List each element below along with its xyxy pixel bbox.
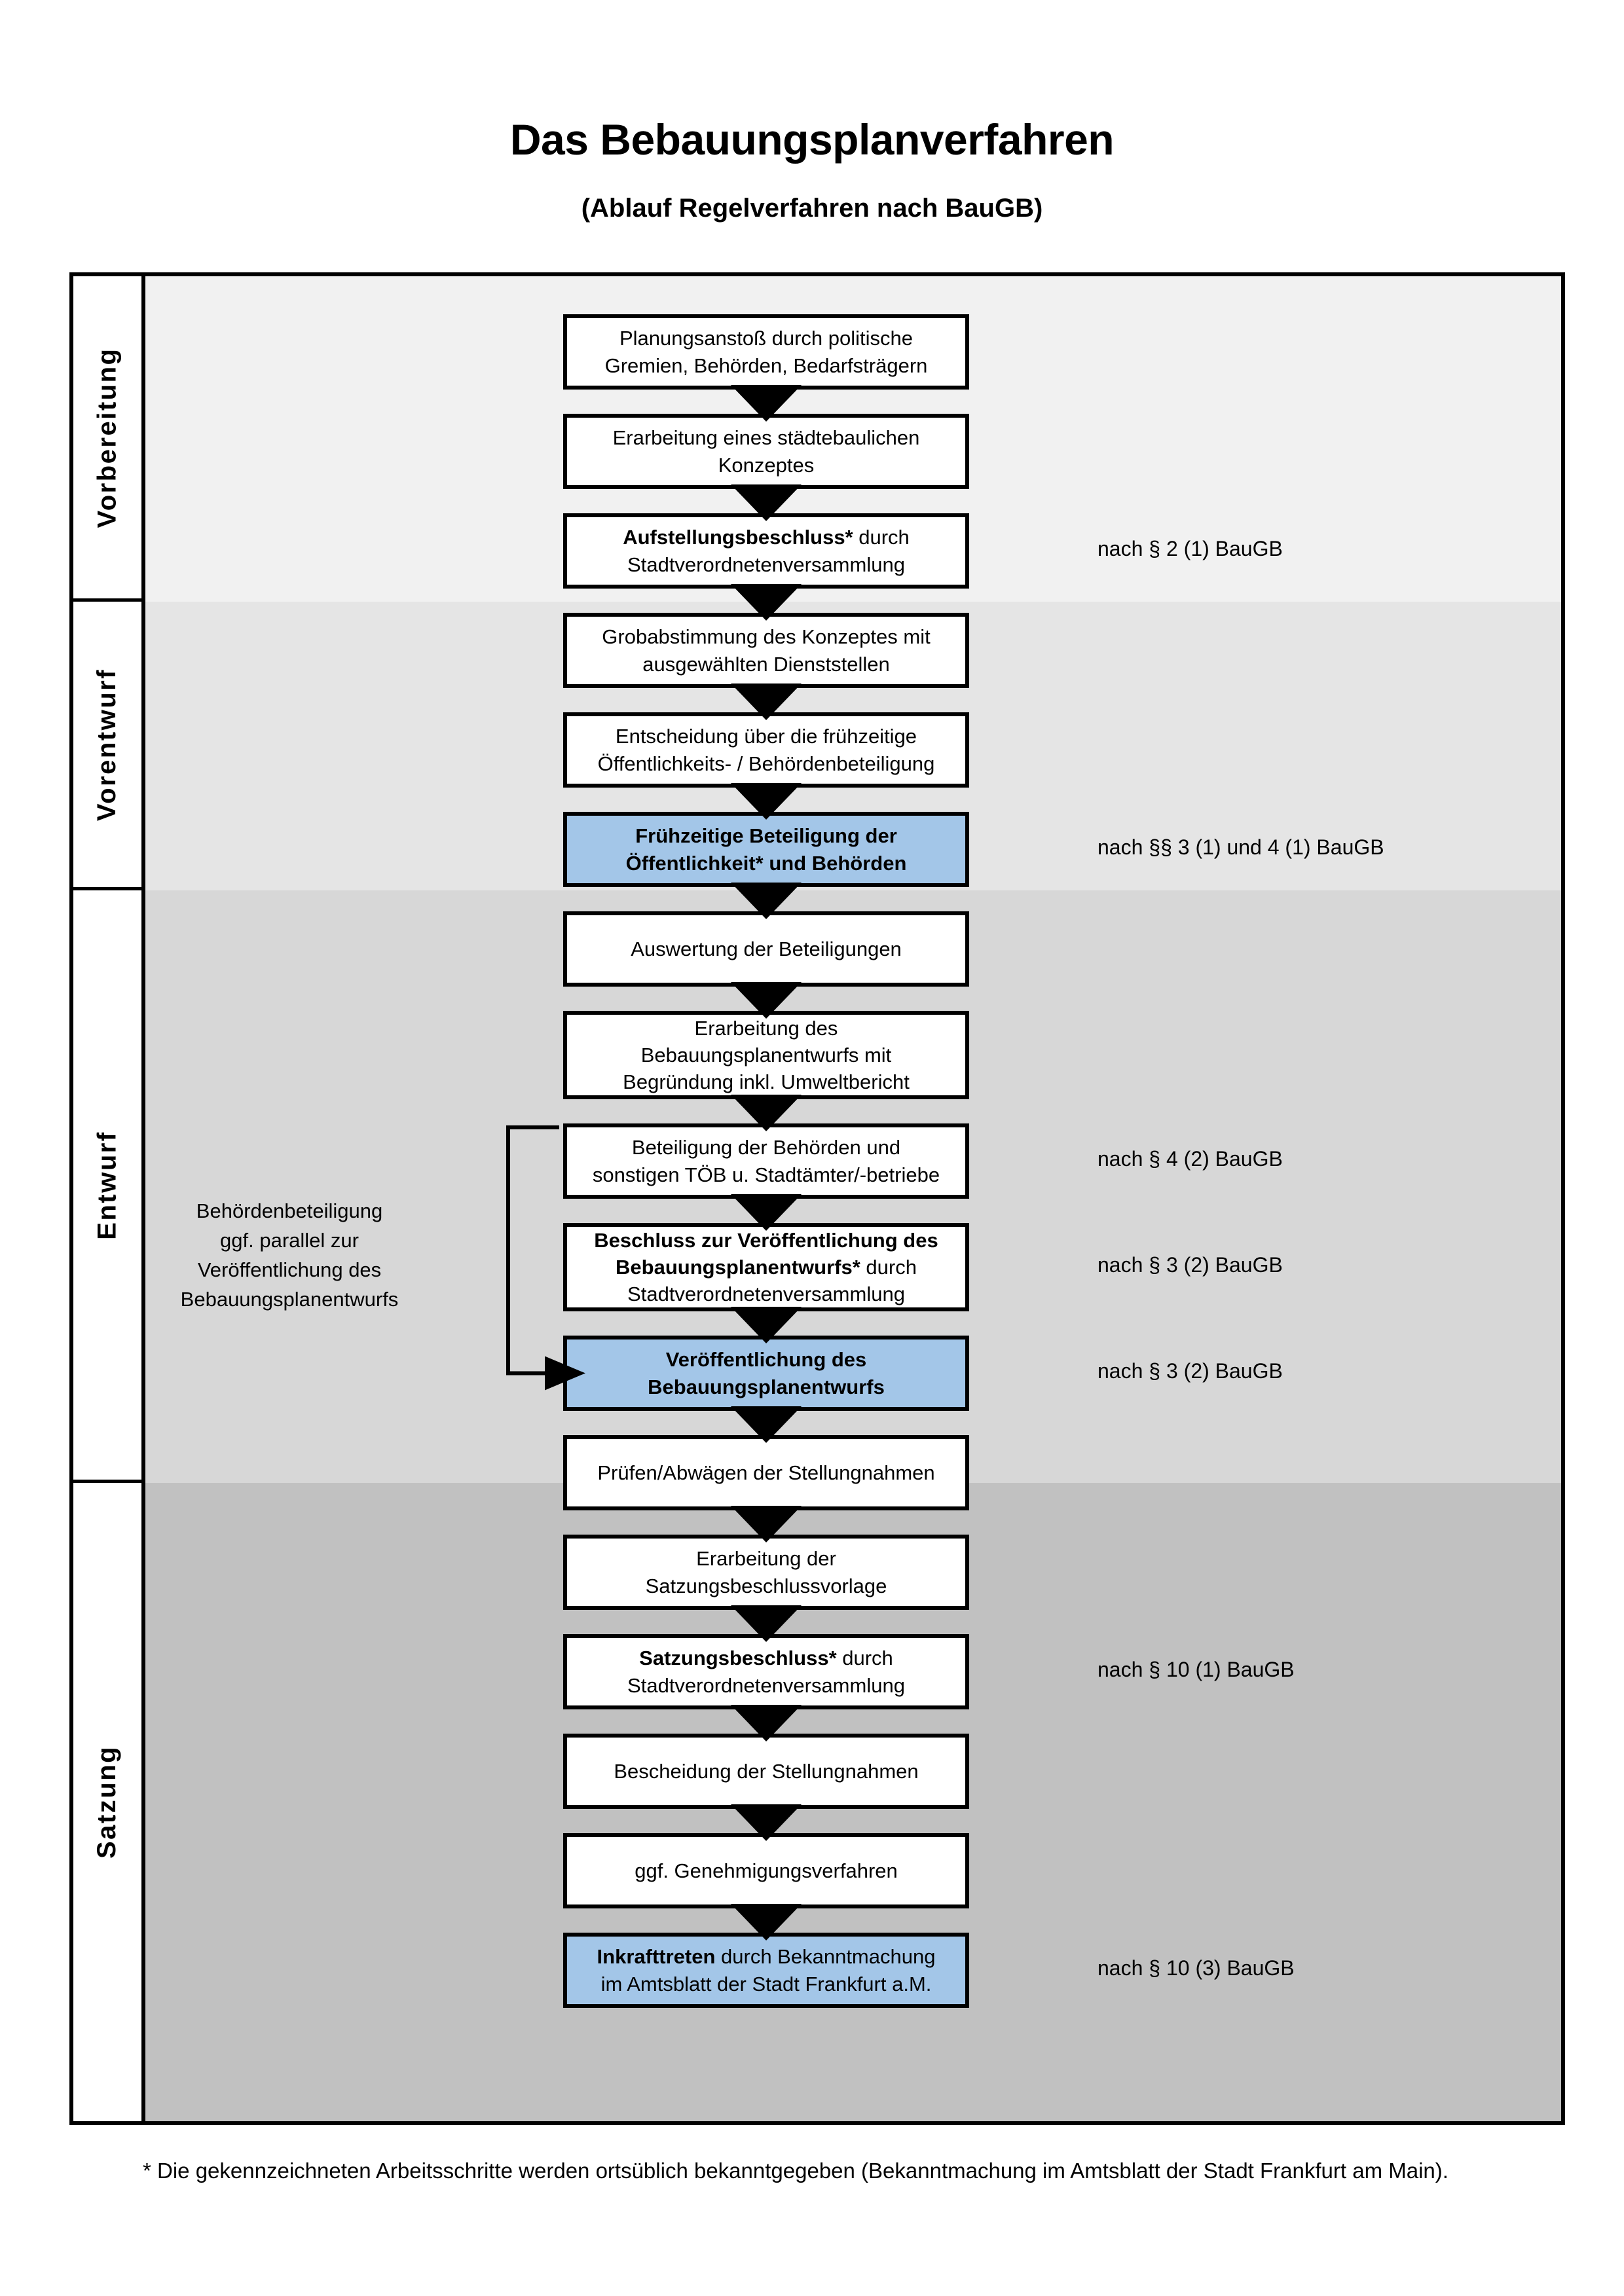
- flow-arrow: [731, 385, 802, 422]
- legal-reference-ann-5: nach § 3 (2) BauGB: [1098, 1358, 1283, 1383]
- flow-arrow: [731, 1705, 802, 1741]
- legal-reference-ann-6: nach § 10 (1) BauGB: [1098, 1657, 1295, 1681]
- process-step-pruefen-abwaegen[interactable]: Prüfen/Abwägen der Stellungnahmen: [563, 1435, 969, 1510]
- header: Das Bebauungsplanverfahren (Ablauf Regel…: [0, 0, 1624, 223]
- flow-arrow: [731, 1506, 802, 1542]
- phase-label-text: Vorentwurf: [92, 668, 122, 821]
- phase-label-satzung: Satzung: [73, 1483, 141, 2121]
- flow-arrow: [731, 584, 802, 621]
- process-step-auswertung-beteiligungen[interactable]: Auswertung der Beteiligungen: [563, 911, 969, 987]
- process-step-label: Prüfen/Abwägen der Stellungnahmen: [597, 1461, 935, 1484]
- page-title: Das Bebauungsplanverfahren: [509, 115, 1115, 164]
- phase-label-vorentwurf: Vorentwurf: [73, 602, 141, 890]
- side-note-line: Behördenbeteiligung: [196, 1199, 383, 1222]
- flow-arrow: [731, 1194, 802, 1231]
- phase-label-text: Satzung: [92, 1745, 122, 1859]
- flow-arrow: [731, 783, 802, 820]
- flow-arrow: [731, 1605, 802, 1642]
- process-step-label: Auswertung der Beteiligungen: [631, 937, 902, 960]
- legal-reference-ann-3: nach § 4 (2) BauGB: [1098, 1146, 1283, 1171]
- flow-arrow: [731, 1307, 802, 1343]
- side-note-line: Bebauungsplanentwurfs: [180, 1287, 399, 1311]
- legal-reference-ann-1: nach § 2 (1) BauGB: [1098, 536, 1283, 560]
- flow-arrow: [731, 1406, 802, 1443]
- flow-arrow: [731, 982, 802, 1019]
- process-step-label: ggf. Genehmigungsverfahren: [635, 1859, 898, 1882]
- phase-label-text: Entwurf: [92, 1130, 122, 1240]
- flow-arrow: [731, 683, 802, 720]
- legal-reference-ann-7: nach § 10 (3) BauGB: [1098, 1956, 1295, 1980]
- page-subtitle: (Ablauf Regelverfahren nach BauGB): [581, 194, 1043, 223]
- flow-arrow: [731, 484, 802, 521]
- side-note-line: Veröffentlichung des: [197, 1258, 382, 1281]
- process-step-genehmigungsverfahren[interactable]: ggf. Genehmigungsverfahren: [563, 1833, 969, 1908]
- legal-reference-ann-2: nach §§ 3 (1) und 4 (1) BauGB: [1098, 835, 1384, 859]
- process-step-bescheidung-stellungnahmen[interactable]: Bescheidung der Stellungnahmen: [563, 1734, 969, 1809]
- flow-arrow: [731, 1095, 802, 1131]
- flow-arrow: [731, 1804, 802, 1841]
- legal-reference-ann-4: nach § 3 (2) BauGB: [1098, 1252, 1283, 1277]
- flow-arrow: [731, 883, 802, 919]
- process-step-label: Bescheidung der Stellungnahmen: [614, 1759, 919, 1783]
- phase-column-divider: [141, 276, 145, 2121]
- phase-label-entwurf: Entwurf: [73, 890, 141, 1483]
- side-note-line: ggf. parallel zur: [220, 1228, 359, 1252]
- phase-label-text: Vorbereitung: [92, 347, 122, 528]
- footnote: * Die gekennzeichneten Arbeitsschritte w…: [143, 2159, 1449, 2183]
- phase-label-vorbereitung: Vorbereitung: [73, 276, 141, 602]
- flow-arrow: [731, 1904, 802, 1941]
